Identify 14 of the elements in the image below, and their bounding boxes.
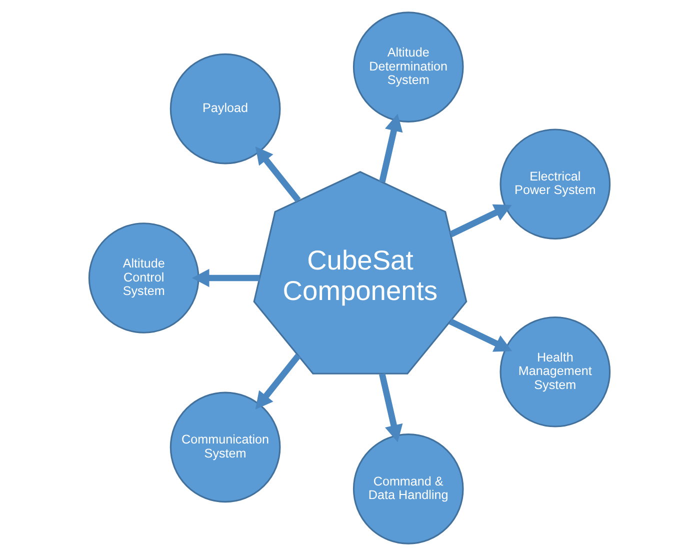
arrow [448, 318, 512, 352]
arrow [449, 204, 512, 238]
node-circle: Health Management System [500, 316, 611, 428]
node-circle: Payload [170, 53, 281, 164]
arrow [379, 114, 403, 183]
node-circle: Communication System [170, 392, 281, 503]
node-circle: Altitude Control System [88, 222, 200, 334]
node-circle: Command & Data Handling [352, 434, 464, 544]
arrow [379, 373, 403, 442]
arrow [255, 146, 301, 202]
arrow [192, 268, 260, 288]
node-circle: Electrical Power System [500, 128, 611, 240]
arrow [255, 354, 301, 410]
node-circle: Altitude Determination System [352, 12, 464, 122]
